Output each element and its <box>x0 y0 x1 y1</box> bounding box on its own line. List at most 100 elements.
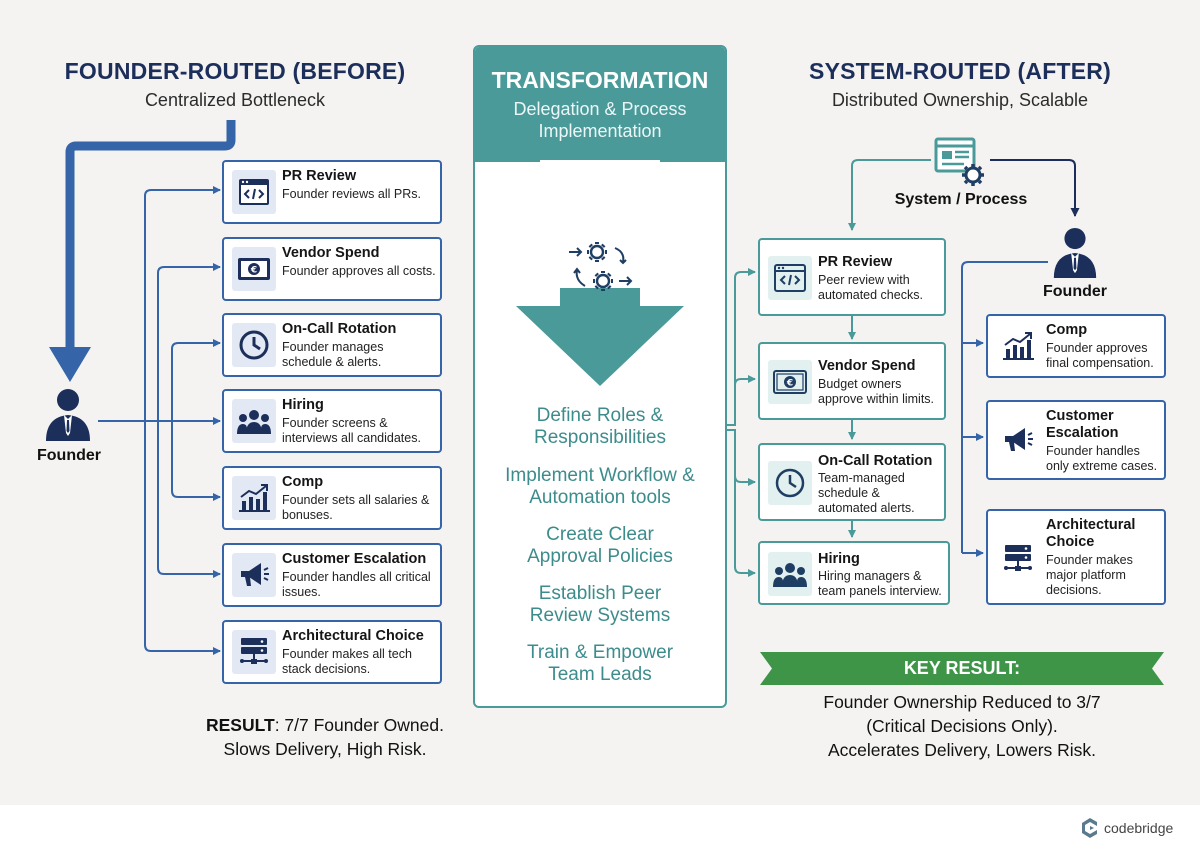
transformation-header: TRANSFORMATION Delegation & Process Impl… <box>475 47 725 162</box>
bar-chart-growth-icon <box>996 324 1040 368</box>
card-description: Founder handles only extreme cases. <box>1046 444 1158 473</box>
after-title: SYSTEM-ROUTED (AFTER) <box>809 58 1111 84</box>
card-title: PR Review <box>282 168 357 184</box>
founder-before-label: Founder <box>37 447 101 464</box>
euro-banknote-icon: € <box>768 360 812 404</box>
card-description: Founder makes all tech stack decisions. <box>282 647 412 676</box>
card-title: Architectural Choice <box>282 628 424 644</box>
left-link-vendor <box>145 263 221 422</box>
system-process-icon <box>934 137 984 186</box>
server-network-icon <box>996 537 1040 581</box>
system-to-founder-link <box>990 159 1080 217</box>
people-group-icon <box>232 399 276 443</box>
system-card-pr-review: PR Review Peer review with automated che… <box>758 238 946 316</box>
card-description: Hiring managers & team panels interview. <box>818 569 942 598</box>
bottleneck-arrow <box>65 120 236 355</box>
server-network-icon <box>232 630 276 674</box>
card-description: Founder screens & interviews all candida… <box>282 416 421 445</box>
left-link-escalation <box>157 421 221 578</box>
founder-person-icon <box>46 389 90 441</box>
key-result-text: Founder Ownership Reduced to 3/7 (Critic… <box>770 690 1154 762</box>
center-link-oncall <box>727 429 756 486</box>
bottleneck-arrowhead <box>49 347 91 382</box>
card-title: On-Call Rotation <box>282 321 397 337</box>
left-card-architectural-choice: Architectural Choice Founder makes all t… <box>222 620 442 684</box>
step-peer-review: Establish Peer Review Systems <box>529 583 671 626</box>
card-description: Founder makes major platform decisions. <box>1046 553 1133 597</box>
bar-chart-growth-icon <box>232 476 276 520</box>
left-link-oncall <box>158 339 221 422</box>
left-link-comp <box>171 421 221 501</box>
left-card-on-call: On-Call Rotation Founder manages schedul… <box>222 313 442 377</box>
card-title: Architectural Choice <box>1046 517 1136 550</box>
card-title: Customer Escalation <box>1046 408 1119 441</box>
card-description: Founder sets all salaries & bonuses. <box>282 493 430 522</box>
step-approval-policies: Create Clear Approval Policies <box>527 524 673 567</box>
card-description: Founder approves all costs. <box>282 264 436 278</box>
founder-after-person-icon <box>1053 227 1097 278</box>
card-title: Customer Escalation <box>282 551 427 567</box>
center-link-vendor <box>734 375 756 386</box>
people-group-icon <box>768 552 812 596</box>
card-description: Founder handles all critical issues. <box>282 570 431 599</box>
card-title: On-Call Rotation <box>818 453 933 469</box>
key-result-label: KEY RESULT: <box>903 658 1021 678</box>
card-description: Founder manages schedule & alerts. <box>282 340 384 369</box>
system-process-label: System / Process <box>894 191 1028 208</box>
left-link-pr <box>144 186 221 421</box>
code-window-icon <box>768 256 812 300</box>
codebridge-logo-icon <box>1082 818 1097 838</box>
system-card-on-call: On-Call Rotation Team-managed schedule &… <box>758 443 946 521</box>
founder-trunk <box>961 261 1048 553</box>
card-title: Hiring <box>818 551 860 567</box>
key-result-line2: (Critical Decisions Only). <box>866 716 1058 736</box>
before-subtitle: Centralized Bottleneck <box>144 90 326 110</box>
system-card-vendor-spend: € Vendor Spend Budget owners approve wit… <box>758 342 946 420</box>
card-description: Founder reviews all PRs. <box>282 187 421 201</box>
megaphone-icon <box>232 553 276 597</box>
transformation-title: TRANSFORMATION <box>491 67 709 93</box>
step-define-roles: Define Roles & Responsibilities <box>533 405 666 448</box>
clock-icon <box>232 323 276 367</box>
key-result-line1: Founder Ownership Reduced to 3/7 <box>823 692 1101 712</box>
automation-gears-icon <box>569 242 633 291</box>
left-card-comp: Comp Founder sets all salaries & bonuses… <box>222 466 442 530</box>
card-title: Comp <box>282 474 324 490</box>
svg-text:€: € <box>250 266 257 276</box>
step-implement-workflow: Implement Workflow & Automation tools <box>505 465 695 508</box>
megaphone-icon <box>996 418 1040 462</box>
euro-banknote-icon: € <box>232 247 276 291</box>
left-card-hiring: Hiring Founder screens & interviews all … <box>222 389 442 453</box>
card-title: Hiring <box>282 397 324 413</box>
transformation-panel: TRANSFORMATION Delegation & Process Impl… <box>473 45 727 708</box>
result-label: RESULT <box>206 715 275 735</box>
card-description: Budget owners approve within limits. <box>818 377 935 406</box>
svg-text:€: € <box>786 379 793 389</box>
center-link-pr <box>727 268 756 426</box>
key-result-banner <box>760 652 1164 685</box>
key-result-line3: Accelerates Delivery, Lowers Risk. <box>827 740 1097 760</box>
after-subtitle: Distributed Ownership, Scalable <box>831 90 1089 110</box>
card-description: Founder approves final compensation. <box>1046 341 1154 370</box>
founder-card-comp: Comp Founder approves final compensation… <box>986 314 1166 378</box>
card-description: Team-managed schedule & automated alerts… <box>818 471 915 515</box>
code-window-icon <box>232 170 276 214</box>
founder-after-label: Founder <box>1043 283 1107 300</box>
card-title: PR Review <box>818 254 893 270</box>
founder-card-customer-escalation: Customer Escalation Founder handles only… <box>986 400 1166 480</box>
left-card-vendor-spend: € Vendor Spend Founder approves all cost… <box>222 237 442 301</box>
card-title: Vendor Spend <box>818 358 916 374</box>
founder-card-architectural-choice: Architectural Choice Founder makes major… <box>986 509 1166 605</box>
result-line1: : 7/7 Founder Owned. <box>274 715 444 735</box>
card-description: Peer review with automated checks. <box>818 273 923 302</box>
center-link-hiring <box>734 476 756 577</box>
before-title: FOUNDER-ROUTED (BEFORE) <box>64 58 406 84</box>
left-link-architecture <box>144 421 221 655</box>
left-card-pr-review: PR Review Founder reviews all PRs. <box>222 160 442 224</box>
system-card-hiring: Hiring Hiring managers & team panels int… <box>758 541 950 605</box>
result-line2: Slows Delivery, High Risk. <box>223 739 427 759</box>
left-card-customer-escalation: Customer Escalation Founder handles all … <box>222 543 442 607</box>
codebridge-wordmark: codebridge <box>1104 820 1174 836</box>
